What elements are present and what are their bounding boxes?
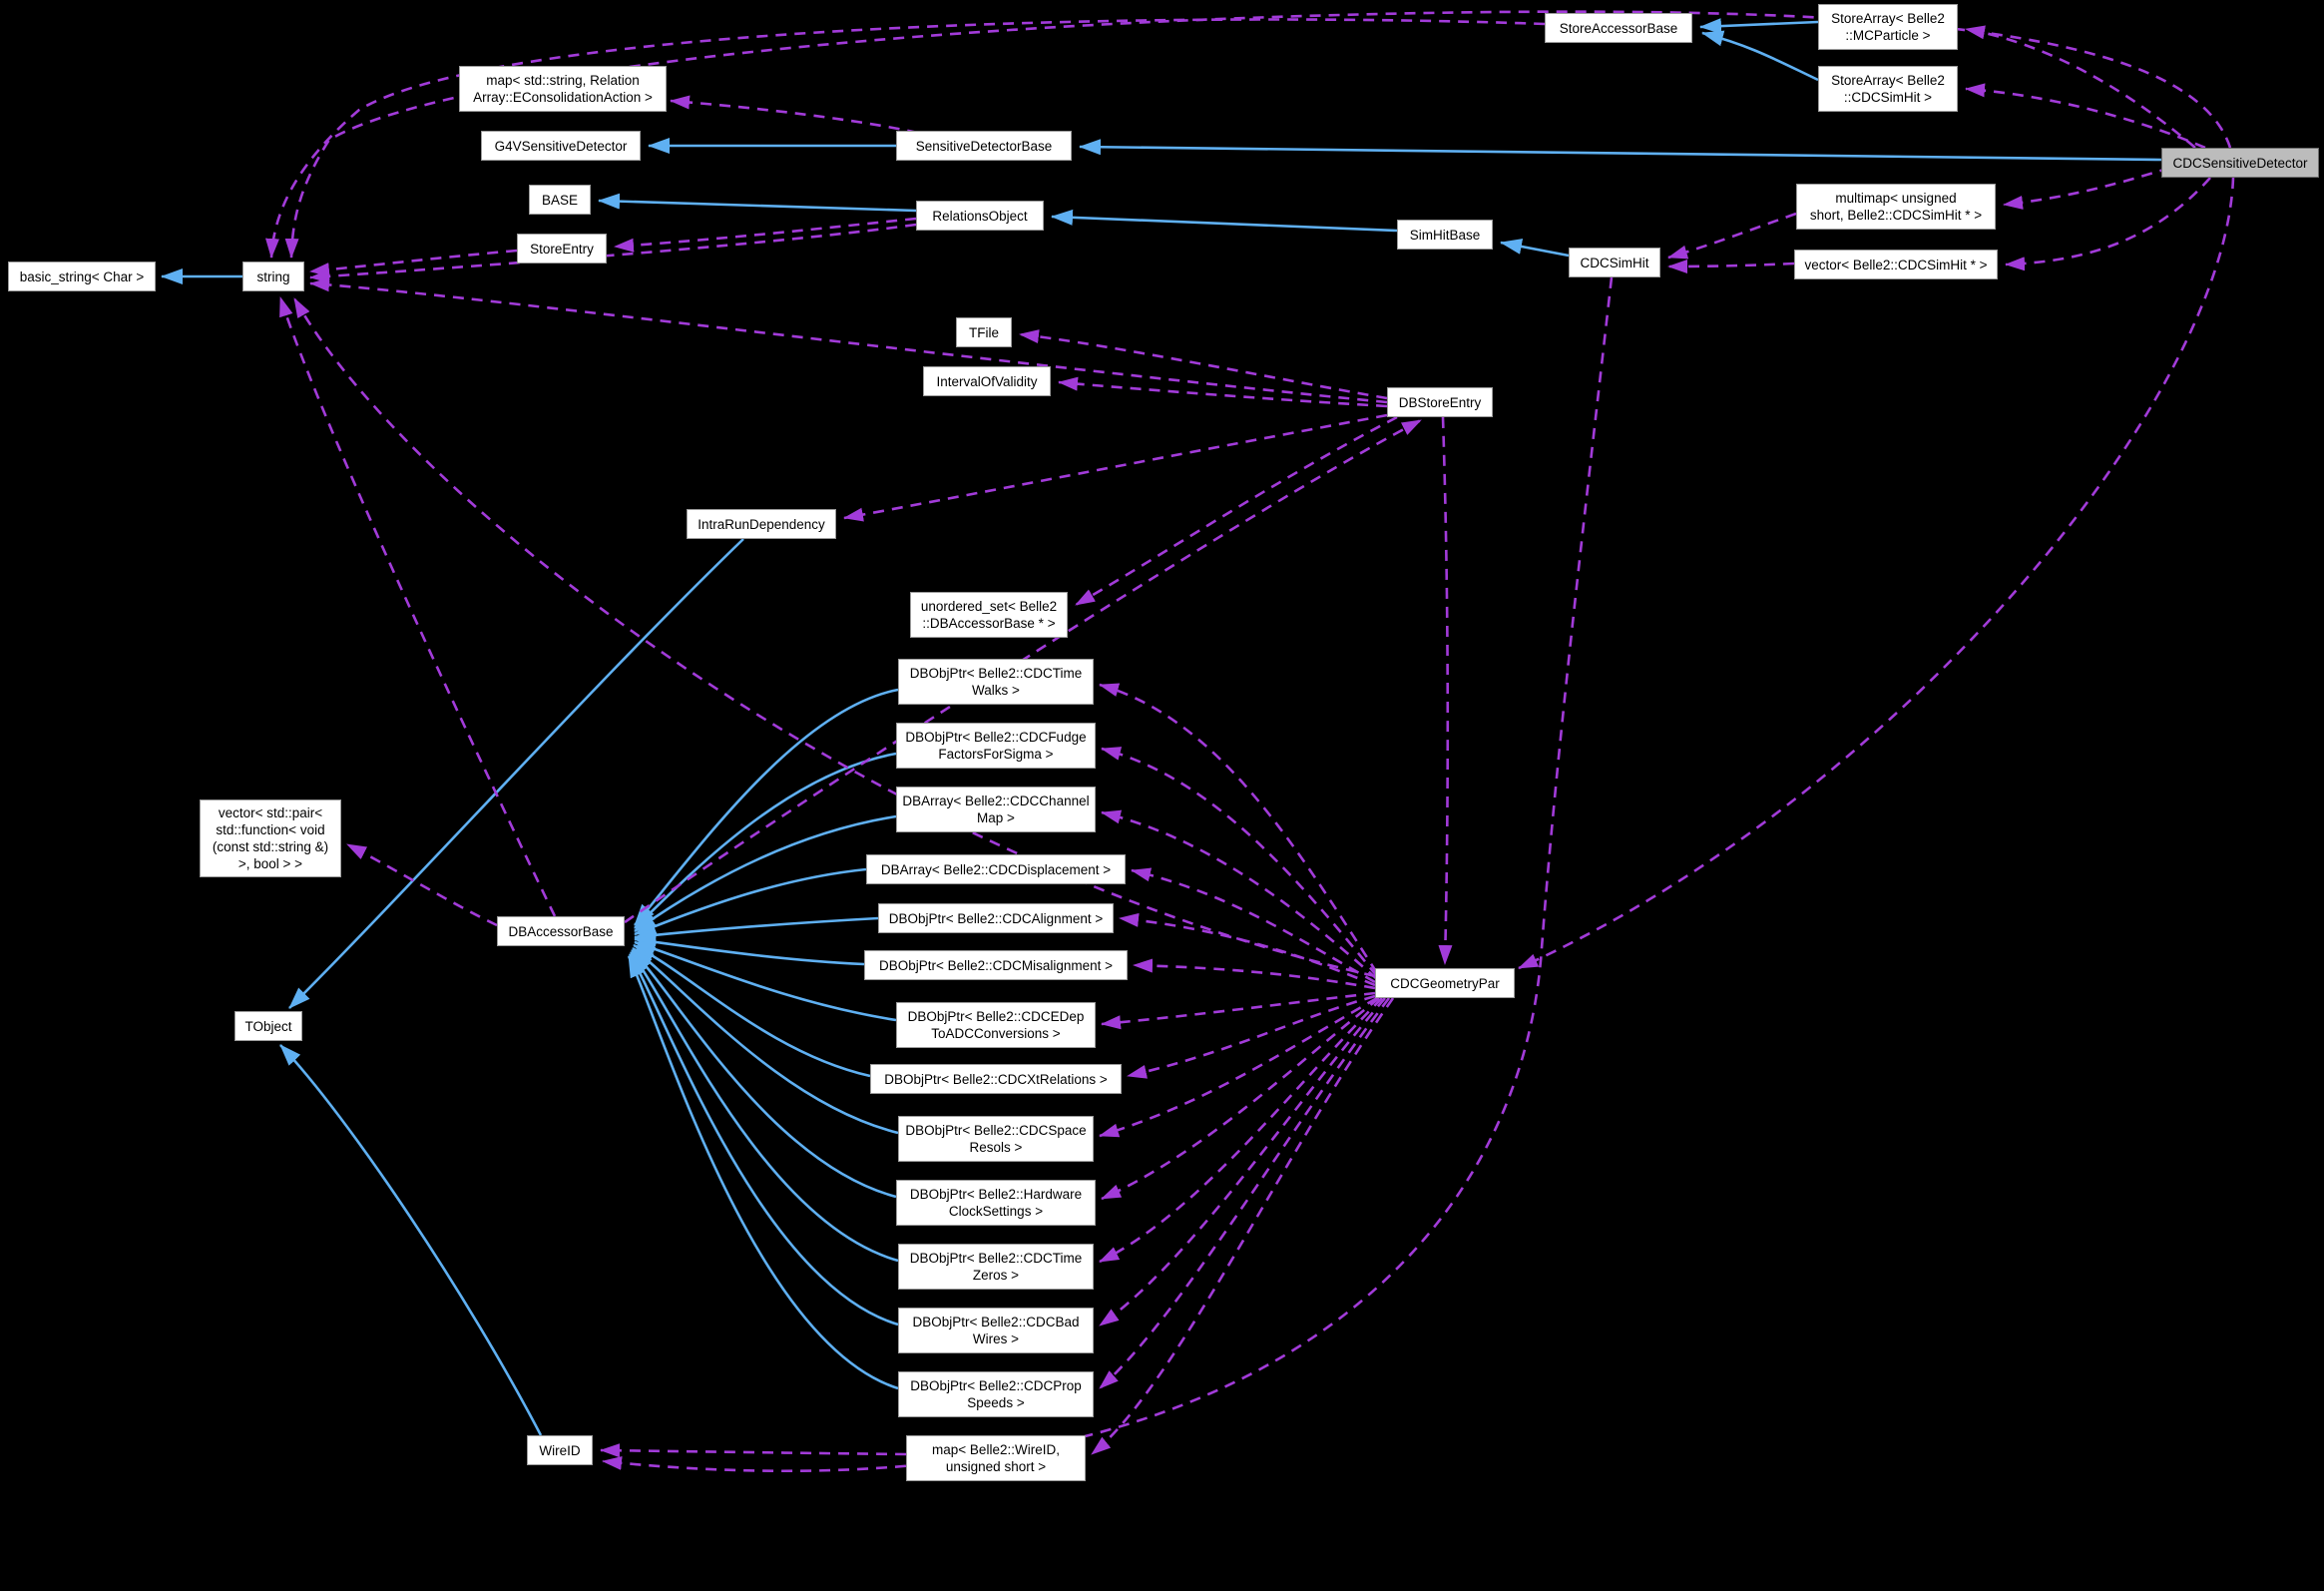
node-simhitbase[interactable]: SimHitBase xyxy=(1397,220,1493,250)
edge-cdcgeometrypar-map-wireid xyxy=(1091,997,1395,1456)
node-dbobjptr-cdctimezeros[interactable]: DBObjPtr< Belle2::CDCTime Zeros > xyxy=(898,1244,1094,1290)
edge-dbstoreentry-string xyxy=(309,277,1388,404)
edge-cdcsensitivedetector-storearray-cdcsimhit xyxy=(1965,83,2206,150)
node-map-econsolidation[interactable]: map< std::string, Relation Array::EConso… xyxy=(459,66,667,112)
node-dbobjptr-hardwareclocksettings[interactable]: DBObjPtr< Belle2::Hardware ClockSettings… xyxy=(896,1180,1096,1226)
edge-cdcgeometrypar-dbobjptr-cdcbadwires xyxy=(1099,997,1386,1327)
node-dbobjptr-cdcpropspeeds[interactable]: DBObjPtr< Belle2::CDCProp Speeds > xyxy=(898,1371,1094,1417)
edge-dbarray-cdcchannelmap-dbaccessorbase xyxy=(634,814,897,933)
node-dbarray-cdcdisplacement[interactable]: DBArray< Belle2::CDCDisplacement > xyxy=(866,854,1126,884)
node-vector-pair-function[interactable]: vector< std::pair< std::function< void (… xyxy=(200,799,341,877)
edge-cdcgeometrypar-dbobjptr-cdcmisalignment xyxy=(1133,958,1376,990)
edge-dbobjptr-cdcfudgefactors-dbaccessorbase xyxy=(634,752,897,929)
edge-dbobjptr-cdcmisalignment-dbaccessorbase xyxy=(634,933,865,966)
edge-dbstoreentry-cdcgeometrypar xyxy=(1438,416,1453,965)
edge-storearray-cdcsimhit-storeaccessorbase xyxy=(1701,30,1819,82)
edge-cdcgeometrypar-dbobjptr-cdctimewalks xyxy=(1099,683,1379,974)
node-sensitivedetectorbase[interactable]: SensitiveDetectorBase xyxy=(896,131,1072,161)
edge-dbarray-cdcdisplacement-dbaccessorbase xyxy=(634,867,867,936)
node-cdcsensitivedetector[interactable]: CDCSensitiveDetector xyxy=(2161,148,2319,178)
node-cdcsimhit[interactable]: CDCSimHit xyxy=(1569,248,1660,277)
node-storearray-mcparticle[interactable]: StoreArray< Belle2 ::MCParticle > xyxy=(1818,4,1958,50)
edge-storeentry-string xyxy=(309,249,518,277)
node-dbobjptr-cdcmisalignment[interactable]: DBObjPtr< Belle2::CDCMisalignment > xyxy=(864,950,1128,980)
edge-multimap-cdcsimhit-cdcsimhit xyxy=(1667,212,1797,260)
edge-cdcsensitivedetector-string xyxy=(284,10,2232,259)
edge-cdcsensitivedetector-sensitivedetectorbase xyxy=(1079,139,2162,162)
edge-relationsobject-base xyxy=(598,193,917,213)
edge-cdcgeometrypar-dbobjptr-cdctimezeros xyxy=(1099,997,1383,1264)
node-cdcgeometrypar[interactable]: CDCGeometryPar xyxy=(1375,968,1515,998)
edge-dbstoreentry-tfile xyxy=(1019,329,1388,400)
edge-cdcgeometrypar-dbobjptr-cdcalignment xyxy=(1119,912,1376,987)
node-dbobjptr-cdcxtrelations[interactable]: DBObjPtr< Belle2::CDCXtRelations > xyxy=(870,1064,1122,1094)
edge-storeaccessorbase-string xyxy=(265,18,1546,259)
node-vector-cdcsimhit[interactable]: vector< Belle2::CDCSimHit * > xyxy=(1794,250,1998,279)
node-g4vsensitivedetector[interactable]: G4VSensitiveDetector xyxy=(481,131,641,161)
node-dbobjptr-cdcalignment[interactable]: DBObjPtr< Belle2::CDCAlignment > xyxy=(878,903,1114,933)
edge-storearray-mcparticle-storeaccessorbase xyxy=(1699,18,1819,35)
node-dbobjptr-cdcbadwires[interactable]: DBObjPtr< Belle2::CDCBad Wires > xyxy=(898,1308,1094,1353)
edge-dbaccessorbase-string xyxy=(278,296,557,917)
edge-dbaccessorbase-vector-pair-function xyxy=(346,842,498,927)
edge-dbobjptr-cdcbadwires-dbaccessorbase xyxy=(628,953,899,1326)
edge-dbobjptr-cdcedeptoadc-dbaccessorbase xyxy=(634,940,897,1022)
edge-cdcgeometrypar-dbobjptr-cdcfudgefactors xyxy=(1101,747,1379,977)
edge-cdcgeometrypar-dbobjptr-hardwareclocksettings xyxy=(1101,996,1380,1201)
edge-cdcsimhit-simhitbase xyxy=(1500,239,1570,258)
node-dbarray-cdcchannelmap[interactable]: DBArray< Belle2::CDCChannel Map > xyxy=(896,787,1096,832)
edge-dbobjptr-cdctimewalks-dbaccessorbase xyxy=(634,688,899,926)
edge-cdcgeometrypar-dbobjptr-cdcedeptoadc xyxy=(1101,991,1376,1030)
edge-cdcgeometrypar-dbarray-cdcdisplacement xyxy=(1131,867,1376,984)
edge-dbobjptr-cdcpropspeeds-dbaccessorbase xyxy=(627,955,899,1390)
edge-dbobjptr-hardwareclocksettings-dbaccessorbase xyxy=(631,949,897,1199)
node-relationsobject[interactable]: RelationsObject xyxy=(916,201,1044,231)
node-dbobjptr-cdctimewalks[interactable]: DBObjPtr< Belle2::CDCTime Walks > xyxy=(898,659,1094,705)
edge-map-wireid-wireid xyxy=(600,1443,907,1458)
node-basic-string[interactable]: basic_string< Char > xyxy=(8,262,156,291)
edge-dbobjptr-cdcspaceresols-dbaccessorbase xyxy=(632,946,899,1135)
edge-cdcgeometrypar-dbobjptr-cdcxtrelations xyxy=(1127,994,1376,1079)
node-storeaccessorbase[interactable]: StoreAccessorBase xyxy=(1545,13,1692,43)
node-dbaccessorbase[interactable]: DBAccessorBase xyxy=(497,916,625,946)
node-map-wireid[interactable]: map< Belle2::WireID, unsigned short > xyxy=(906,1435,1086,1481)
edge-cdcgeometrypar-dbobjptr-cdcspaceresols xyxy=(1099,996,1378,1138)
node-unordered-set[interactable]: unordered_set< Belle2 ::DBAccessorBase *… xyxy=(910,592,1068,638)
node-dbobjptr-cdcspaceresols[interactable]: DBObjPtr< Belle2::CDCSpace Resols > xyxy=(898,1116,1094,1162)
edge-cdcsensitivedetector-cdcgeometrypar xyxy=(1518,177,2235,970)
edge-wireid-tobject xyxy=(279,1044,543,1436)
edge-cdcsensitivedetector-storearray-mcparticle xyxy=(1965,25,2196,149)
edge-vector-cdcsimhit-cdcsimhit xyxy=(1667,259,1795,273)
edge-dbstoreentry-unordered-set xyxy=(1075,415,1398,607)
edge-cdcsensitivedetector-multimap-cdcsimhit xyxy=(2003,166,2171,210)
node-string[interactable]: string xyxy=(242,262,304,291)
edge-cdcgeometrypar-dbobjptr-cdcpropspeeds xyxy=(1099,997,1391,1389)
edge-simhitbase-relationsobject xyxy=(1051,209,1398,233)
edge-dbobjptr-cdctimezeros-dbaccessorbase xyxy=(629,951,899,1263)
edge-dbaccessorbase-dbstoreentry xyxy=(624,418,1422,924)
node-dbstoreentry[interactable]: DBStoreEntry xyxy=(1387,387,1493,417)
node-multimap-cdcsimhit[interactable]: multimap< unsigned short, Belle2::CDCSim… xyxy=(1796,184,1996,230)
node-storeentry[interactable]: StoreEntry xyxy=(517,234,607,264)
node-tobject[interactable]: TObject xyxy=(234,1011,302,1041)
node-base[interactable]: BASE xyxy=(529,185,591,215)
node-intervalofvalidity[interactable]: IntervalOfValidity xyxy=(923,366,1051,396)
edge-cdcsensitivedetector-vector-cdcsimhit xyxy=(2005,177,2211,271)
edge-dbstoreentry-intervalofvalidity xyxy=(1058,376,1388,408)
node-dbobjptr-cdcedeptoadc[interactable]: DBObjPtr< Belle2::CDCEDep ToADCConversio… xyxy=(896,1002,1096,1048)
edge-dbobjptr-cdcxtrelations-dbaccessorbase xyxy=(633,943,871,1078)
edge-dbobjptr-cdcalignment-dbaccessorbase xyxy=(634,916,879,943)
edge-intrarundependency-tobject xyxy=(288,538,744,1009)
edge-dbstoreentry-intrarundependency xyxy=(843,413,1388,522)
edge-sensitivedetectorbase-map-econsolidation xyxy=(670,95,919,135)
node-storearray-cdcsimhit[interactable]: StoreArray< Belle2 ::CDCSimHit > xyxy=(1818,66,1958,112)
edge-relationsobject-string xyxy=(309,223,917,283)
edge-cdcgeometrypar-dbarray-cdcchannelmap xyxy=(1101,809,1378,980)
node-dbobjptr-cdcfudgefactors[interactable]: DBObjPtr< Belle2::CDCFudge FactorsForSig… xyxy=(896,723,1096,769)
node-wireid[interactable]: WireID xyxy=(527,1435,593,1465)
node-intrarundependency[interactable]: IntraRunDependency xyxy=(687,509,836,539)
node-tfile[interactable]: TFile xyxy=(956,317,1012,347)
